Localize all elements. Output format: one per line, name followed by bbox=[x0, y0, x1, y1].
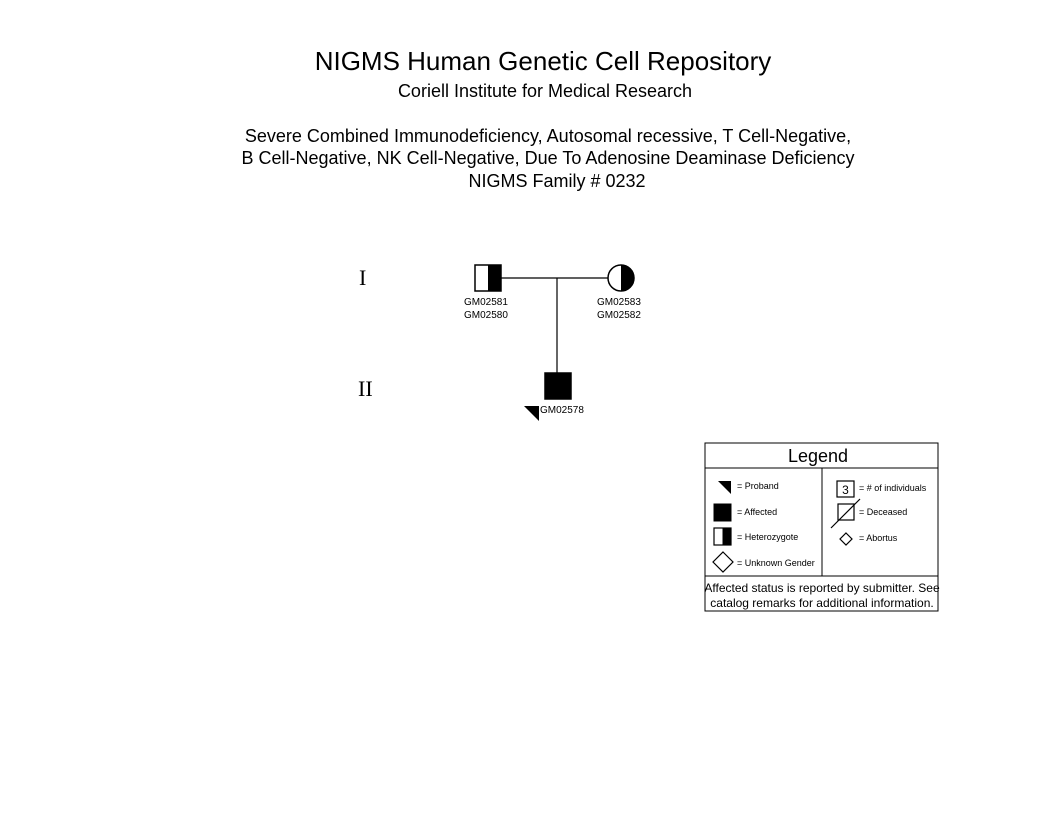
legend-affected-label: = Affected bbox=[737, 507, 777, 517]
legend-affected-icon bbox=[713, 503, 732, 522]
mother-heterozygote-female-symbol bbox=[607, 264, 635, 292]
legend-heterozygote-icon bbox=[713, 527, 732, 546]
legend-heterozygote-label: = Heterozygote bbox=[737, 532, 798, 542]
legend-unknown-gender-label: = Unknown Gender bbox=[737, 558, 815, 568]
father-id-1: GM02581 bbox=[464, 297, 508, 308]
disease-description-line2: B Cell-Negative, NK Cell-Negative, Due T… bbox=[241, 148, 855, 168]
father-id-2: GM02580 bbox=[464, 310, 508, 321]
proband-affected-male-symbol bbox=[544, 372, 572, 400]
mother-id-1: GM02583 bbox=[597, 297, 641, 308]
legend-deceased-icon bbox=[830, 498, 861, 529]
legend-abortus-label: = Abortus bbox=[859, 533, 898, 543]
mother-id-2: GM02582 bbox=[597, 310, 641, 321]
legend-count-number: 3 bbox=[842, 483, 849, 497]
legend-abortus-icon bbox=[839, 532, 853, 546]
legend-count-label: = # of individuals bbox=[859, 483, 927, 493]
legend-deceased-label: = Deceased bbox=[859, 507, 907, 517]
generation-label-ii: II bbox=[358, 376, 373, 401]
legend-proband-icon bbox=[718, 481, 731, 494]
father-heterozygote-male-symbol bbox=[474, 264, 502, 292]
legend-title: Legend bbox=[788, 446, 848, 466]
legend-unknown-gender-icon bbox=[712, 551, 734, 573]
proband-arrow-icon bbox=[524, 406, 539, 421]
proband-id: GM02578 bbox=[540, 405, 584, 416]
generation-label-i: I bbox=[359, 265, 366, 290]
disease-description-line1: Severe Combined Immunodeficiency, Autoso… bbox=[244, 126, 852, 146]
page-title: NIGMS Human Genetic Cell Repository bbox=[314, 46, 772, 76]
legend-box: Legend = Proband = Affected = Heterozygo… bbox=[704, 442, 940, 612]
legend-count-box-icon bbox=[836, 480, 855, 498]
family-number: NIGMS Family # 0232 bbox=[468, 171, 646, 191]
institute-name: Coriell Institute for Medical Research bbox=[397, 81, 693, 101]
legend-note-line1: Affected status is reported by submitter… bbox=[704, 581, 940, 595]
legend-proband-label: = Proband bbox=[737, 481, 779, 491]
legend-note-line2: catalog remarks for additional informati… bbox=[710, 596, 933, 610]
